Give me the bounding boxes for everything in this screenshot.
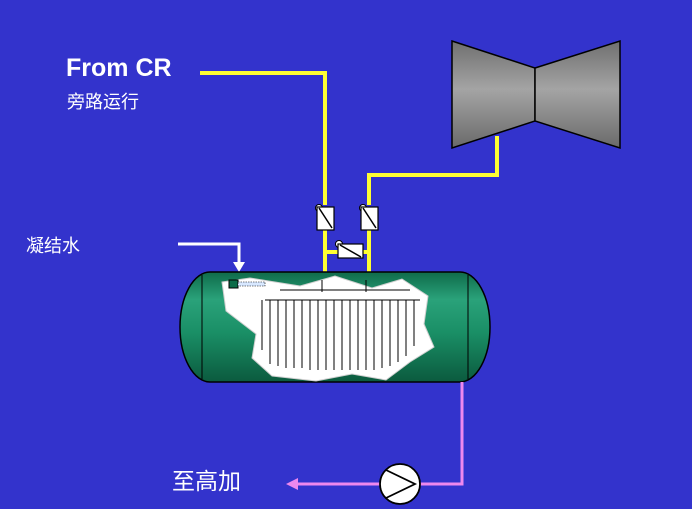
arrow-icon (233, 262, 245, 272)
spray-rods (261, 300, 415, 370)
cold-reheat-line (200, 71, 327, 205)
turbine-icon (451, 39, 621, 150)
to-hp-heater-label: 至高加 (172, 469, 241, 495)
vessel-cutaway (221, 275, 435, 382)
control-valve-icon (359, 204, 379, 231)
deaerator-vessel (179, 271, 491, 383)
control-valve-icon (335, 240, 364, 259)
arrow-icon (286, 478, 298, 490)
condensate-label: 凝结水 (26, 236, 80, 257)
distribution-pipe (228, 279, 266, 289)
bypass-operation-label: 旁路运行 (67, 92, 139, 113)
pump-icon (379, 463, 421, 505)
control-valve-icon (315, 204, 335, 231)
extraction-line (367, 136, 499, 205)
feedwater-outlet (296, 382, 464, 486)
from-cr-label: From CR (66, 54, 172, 82)
condensate-inlet (178, 242, 245, 272)
